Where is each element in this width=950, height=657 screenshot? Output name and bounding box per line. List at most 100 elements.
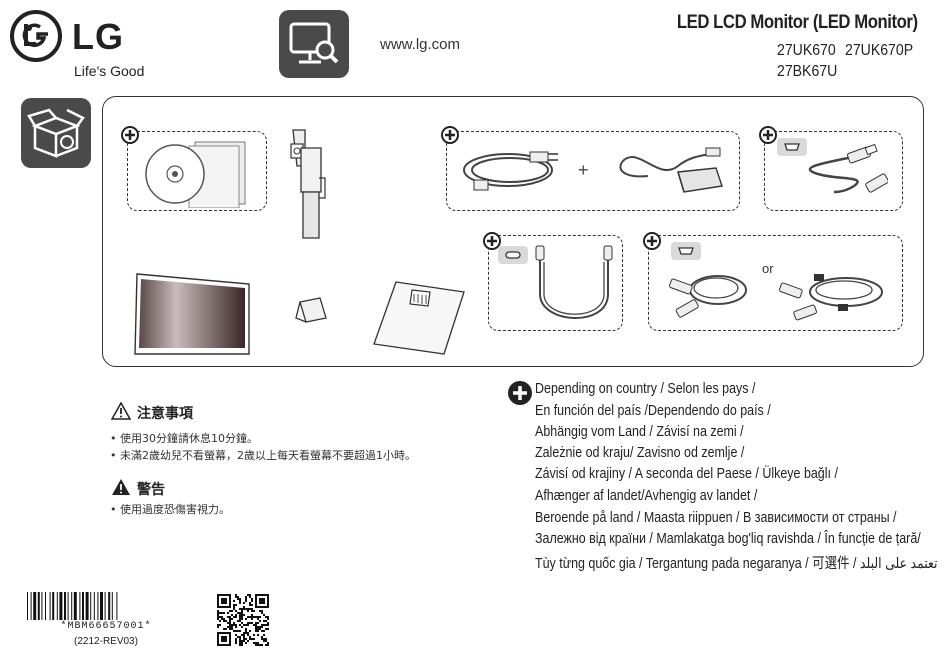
qr-module <box>243 640 245 642</box>
stand-body-icon <box>290 129 326 239</box>
qr-module <box>265 628 267 630</box>
qr-module <box>225 620 227 622</box>
qr-module <box>233 608 235 610</box>
qr-module <box>237 596 239 598</box>
qr-module <box>255 626 257 628</box>
qr-module <box>235 594 237 596</box>
qr-module <box>221 612 223 614</box>
qr-module <box>223 620 225 622</box>
optional-cd-manual-group <box>127 131 267 211</box>
hdmi-port-icon <box>671 242 701 260</box>
qr-module <box>239 644 241 646</box>
qr-module <box>257 634 259 636</box>
qr-module <box>223 618 225 620</box>
qr-module <box>235 604 237 606</box>
hdmi-cable-icon <box>669 275 747 318</box>
qr-module <box>265 616 267 618</box>
barcode-bar <box>41 592 43 620</box>
qr-module <box>253 638 255 640</box>
caution-title: 注意事項 <box>137 406 193 422</box>
qr-module <box>237 612 239 614</box>
qr-module <box>239 600 241 602</box>
qr-module <box>261 610 263 612</box>
qr-module <box>239 618 241 620</box>
qr-module <box>245 608 247 610</box>
optional-plus-icon <box>441 126 459 144</box>
optional-plus-icon <box>508 381 532 405</box>
qr-module <box>267 642 269 644</box>
package-contents-panel <box>102 96 924 367</box>
qr-module <box>245 598 247 600</box>
qr-module <box>243 606 245 608</box>
optional-plus-icon <box>759 126 777 144</box>
qr-module <box>247 610 249 612</box>
qr-module <box>241 644 243 646</box>
qr-module <box>229 622 231 624</box>
qr-module <box>257 630 259 632</box>
qr-module <box>231 618 233 620</box>
qr-module <box>261 644 263 646</box>
qr-module <box>217 612 219 614</box>
qr-module <box>255 642 257 644</box>
qr-module <box>247 640 249 642</box>
qr-module <box>225 628 227 630</box>
qr-module <box>241 622 243 624</box>
qr-module <box>233 604 235 606</box>
qr-module <box>261 612 263 614</box>
barcode-bar <box>108 592 111 620</box>
qr-module <box>227 616 229 618</box>
warning-title: 警告 <box>137 482 165 498</box>
qr-module <box>267 622 269 624</box>
qr-module <box>237 598 239 600</box>
country-note-line: Beroende på land / Maasta riippuen / В з… <box>535 510 897 526</box>
barcode-bar <box>49 592 51 620</box>
qr-module <box>259 610 261 612</box>
barcode-bar <box>116 592 118 620</box>
caution-item: • 未滿2歲幼兒不看螢幕，2歲以上每天看螢幕不要超過1小時。 <box>110 449 416 462</box>
optional-plus-icon <box>643 232 661 250</box>
barcode-bar <box>56 592 58 620</box>
qr-module <box>247 594 249 596</box>
qr-module <box>257 644 259 646</box>
qr-module <box>253 634 255 636</box>
qr-module <box>221 598 227 604</box>
qr-module <box>257 622 259 624</box>
qr-module <box>251 622 253 624</box>
qr-module <box>241 614 243 616</box>
qr-module <box>263 638 265 640</box>
warning-item: • 使用過度恐傷害視力。 <box>110 503 230 516</box>
qr-module <box>245 638 247 640</box>
qr-module <box>235 640 237 642</box>
barcode-bar <box>59 592 63 620</box>
country-note-line: Depending on country / Selon les pays / <box>535 381 756 397</box>
monitor-search-icon <box>279 10 349 78</box>
qr-module <box>245 628 247 630</box>
barcode-bar <box>93 592 95 620</box>
warning-triangle-icon <box>112 479 130 495</box>
qr-module <box>239 638 241 640</box>
qr-module <box>227 622 229 624</box>
qr-module <box>249 604 251 606</box>
caution-item: • 使用30分鐘請休息10分鐘。 <box>110 432 258 445</box>
country-note-line: Abhängig vom Land / Závisí na zemi / <box>535 424 744 440</box>
qr-module <box>235 630 237 632</box>
qr-module <box>245 618 247 620</box>
qr-module <box>233 622 235 624</box>
qr-module <box>235 614 237 616</box>
qr-module <box>223 612 225 614</box>
cable-holder-icon <box>295 297 327 323</box>
qr-module <box>261 636 263 638</box>
qr-module <box>259 620 261 622</box>
barcode-bar <box>64 592 66 620</box>
qr-module <box>251 610 253 612</box>
qr-module <box>247 624 249 626</box>
qr-module <box>235 638 237 640</box>
qr-module <box>217 626 219 628</box>
qr-module <box>231 614 233 616</box>
qr-module <box>259 644 261 646</box>
barcode-icon <box>27 592 118 620</box>
hdmi-cable-icon <box>808 144 888 194</box>
optional-display-cable-group <box>648 235 903 331</box>
website-link[interactable]: www.lg.com <box>380 36 461 53</box>
qr-module <box>263 630 265 632</box>
